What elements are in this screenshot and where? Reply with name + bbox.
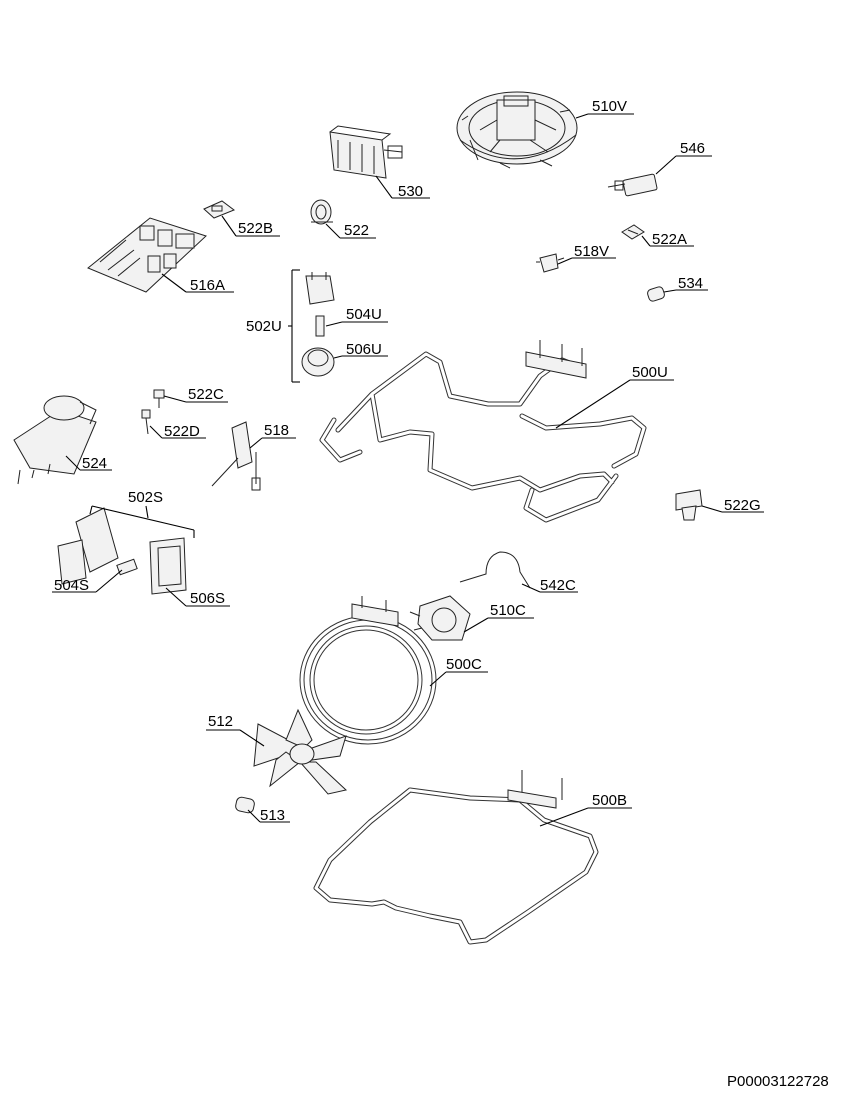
part-513-nut — [235, 796, 255, 814]
callout-522b: 522B — [221, 215, 280, 237]
label-506u: 506U — [346, 341, 382, 358]
part-522d-screw — [141, 409, 151, 435]
callout-522c: 522C — [163, 386, 228, 403]
label-530: 530 — [398, 183, 423, 200]
part-522a-bracket — [621, 224, 645, 240]
label-534: 534 — [678, 275, 703, 292]
part-510c-convection-motor — [409, 595, 471, 641]
callout-504s: 504S — [52, 569, 123, 594]
label-522d: 522D — [164, 423, 200, 440]
part-518-probe — [211, 421, 261, 491]
part-502u-knob-assembly — [301, 272, 335, 377]
callout-524: 524 — [65, 455, 112, 472]
label-516a: 516A — [190, 277, 225, 294]
label-500u: 500U — [632, 364, 668, 381]
part-518v-sensor — [536, 253, 565, 273]
callout-522d: 522D — [149, 423, 206, 440]
callout-506u: 506U — [333, 341, 388, 359]
label-522b: 522B — [238, 220, 273, 237]
callout-534: 534 — [663, 275, 708, 293]
callout-512: 512 — [206, 713, 265, 747]
part-522g-clip — [675, 489, 703, 521]
label-504u: 504U — [346, 306, 382, 323]
label-502s: 502S — [128, 489, 163, 506]
callout-502u: 502U — [246, 269, 300, 383]
callout-522: 522 — [325, 222, 376, 239]
label-518v: 518V — [574, 243, 609, 260]
label-512: 512 — [208, 713, 233, 730]
label-504s: 504S — [54, 577, 89, 594]
callout-506s: 506S — [165, 587, 230, 607]
label-522a: 522A — [652, 231, 687, 248]
part-546 — [607, 173, 658, 197]
label-524: 524 — [82, 455, 107, 472]
part-516a-control-board — [87, 217, 207, 293]
callout-504u: 504U — [325, 306, 388, 327]
callout-522a: 522A — [641, 231, 694, 248]
label-522c: 522C — [188, 386, 224, 403]
label-546: 546 — [680, 140, 705, 157]
callout-513: 513 — [247, 807, 290, 824]
callout-510c: 510C — [463, 602, 534, 633]
part-542c-wire-clip — [459, 551, 531, 589]
callout-546: 546 — [655, 140, 712, 175]
callout-500b: 500B — [539, 792, 632, 827]
label-510c: 510C — [490, 602, 526, 619]
part-500b-bottom-element — [313, 770, 599, 945]
label-522: 522 — [344, 222, 369, 239]
callout-518: 518 — [249, 422, 296, 449]
callout-518v: 518V — [557, 243, 616, 265]
callout-516a: 516A — [161, 273, 234, 294]
part-534-cap — [647, 286, 665, 302]
label-510v: 510V — [592, 98, 627, 115]
part-522b-bracket — [203, 200, 236, 219]
part-522-clip — [310, 199, 333, 225]
part-524-door-lock — [13, 395, 97, 485]
part-500c-circular-element — [299, 596, 437, 745]
label-513: 513 — [260, 807, 285, 824]
label-518: 518 — [264, 422, 289, 439]
part-502s-switch-assembly — [57, 507, 187, 595]
callout-522g: 522G — [701, 497, 764, 514]
label-502u: 502U — [246, 318, 282, 335]
part-510v-fan-motor — [456, 91, 578, 169]
part-522c-screw — [153, 389, 165, 408]
callout-530: 530 — [375, 175, 430, 200]
label-506s: 506S — [190, 590, 225, 607]
label-542c: 542C — [540, 577, 576, 594]
part-512-fan-blade — [253, 708, 348, 795]
drawing-code: P00003122728 — [727, 1073, 829, 1090]
label-500b: 500B — [592, 792, 627, 809]
label-500c: 500C — [446, 656, 482, 673]
part-500u-grill-element — [319, 340, 647, 523]
part-530-terminal-block — [329, 125, 403, 179]
label-522g: 522G — [724, 497, 761, 514]
callout-542c: 542C — [521, 577, 578, 594]
callout-502s: 502S — [89, 489, 195, 538]
callout-510v: 510V — [575, 98, 634, 119]
callout-500c: 500C — [429, 656, 488, 687]
callout-500u: 500U — [555, 364, 674, 429]
